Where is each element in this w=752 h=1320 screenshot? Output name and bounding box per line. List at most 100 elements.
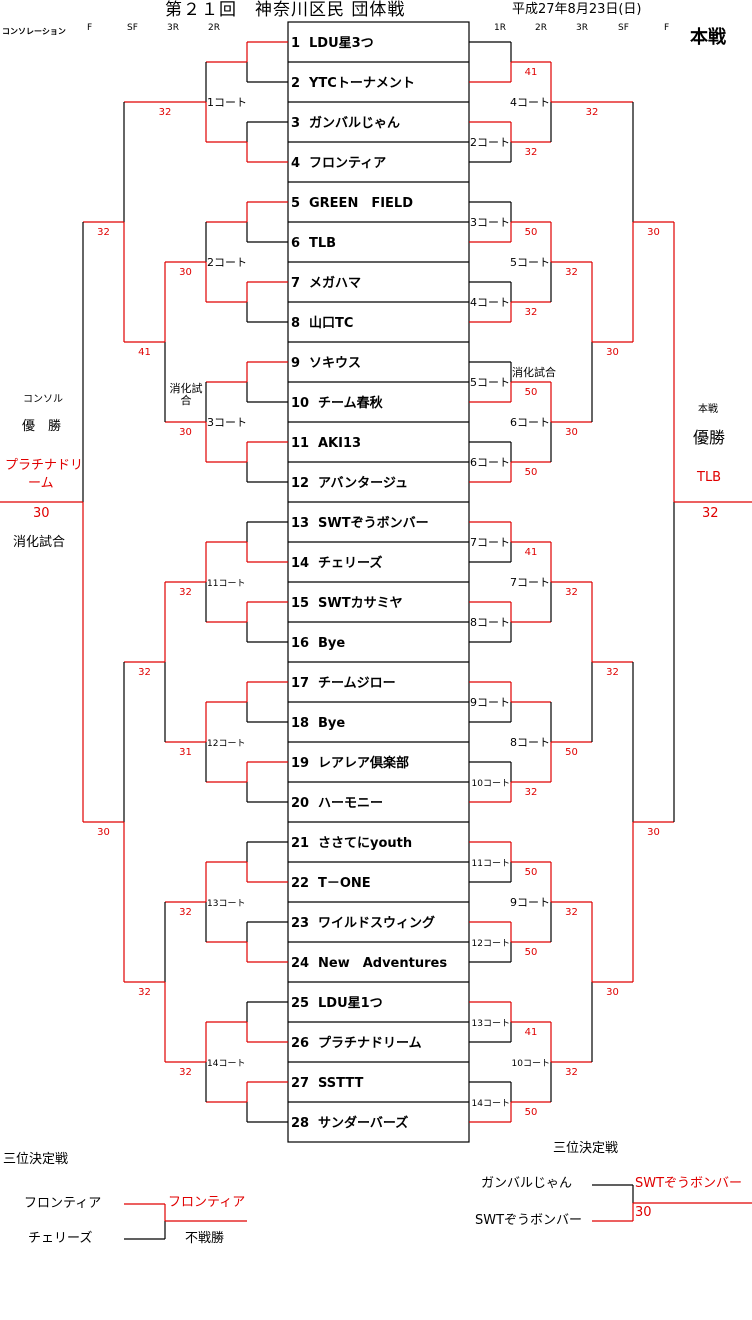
match-score: 30 — [606, 987, 619, 998]
court-label: 5コート — [510, 256, 550, 269]
match-score: 32 — [525, 307, 538, 318]
team-number: 18 — [291, 716, 309, 731]
court-label: 8コート — [470, 616, 510, 629]
third-place-left-team-bottom: チェリーズ — [28, 1231, 93, 1246]
team-name: Bye — [318, 636, 345, 651]
team-name: SWTぞうボンバー — [318, 515, 429, 531]
third-place-right-team-top: ガンバルじゃん — [481, 1176, 573, 1191]
team-number: 16 — [291, 636, 309, 651]
team-name: New Adventures — [318, 956, 447, 971]
third-place-right-winner: SWTぞうボンバー — [635, 1176, 743, 1191]
team-name: LDU星3つ — [309, 36, 374, 51]
court-label: 11コート — [472, 859, 510, 869]
match-score: 30 — [179, 427, 192, 438]
team-name: Bye — [318, 716, 345, 731]
court-label: 2コート — [207, 256, 247, 269]
match-score: 32 — [565, 587, 578, 598]
team-name: 山口TC — [309, 315, 353, 331]
team-name: レアレア倶楽部 — [318, 755, 409, 771]
match-score: 32 — [138, 987, 151, 998]
team-name: ソキウス — [309, 356, 361, 371]
court-label: 10コート — [472, 779, 510, 789]
court-label: 9コート — [510, 896, 550, 909]
match-score: 50 — [525, 467, 538, 478]
court-label: 8コート — [510, 736, 550, 749]
match-score: 32 — [97, 227, 110, 238]
team-number: 28 — [291, 1116, 309, 1131]
match-score: 30 — [97, 827, 110, 838]
match-score: 30 — [179, 267, 192, 278]
round-label-consolation-3r: 3R — [167, 23, 179, 33]
match-score: 50 — [525, 1107, 538, 1118]
match-score: 32 — [606, 667, 619, 678]
consolation-champion-team-line1: プラチナドリ — [5, 458, 84, 473]
court-label: 11コート — [207, 579, 245, 589]
court-label: 13コート — [207, 899, 245, 909]
third-place-right-score: 30 — [635, 1205, 652, 1220]
team-name: フロンティア — [309, 156, 386, 171]
team-name: メガハマ — [309, 276, 361, 291]
team-name: GREEN FIELD — [309, 196, 413, 211]
consolation-final-note: 消化試合 — [13, 535, 66, 550]
team-number: 23 — [291, 916, 309, 931]
team-name: ワイルドスウィング — [318, 915, 435, 931]
team-number: 4 — [291, 156, 300, 171]
match-score: 50 — [525, 947, 538, 958]
round-label-main-3r: 3R — [576, 23, 588, 33]
consolation-champion-label: コンソル — [23, 394, 63, 405]
team-number: 19 — [291, 756, 309, 771]
match-note: 消化試合 — [170, 381, 203, 407]
team-number: 2 — [291, 76, 300, 91]
court-label: 9コート — [470, 696, 510, 709]
team-number: 25 — [291, 996, 309, 1011]
round-label-main-sf: SF — [618, 23, 629, 33]
match-score: 32 — [179, 587, 192, 598]
match-score: 50 — [525, 227, 538, 238]
third-place-left-title: 三位決定戦 — [3, 1152, 69, 1167]
team-number: 11 — [291, 436, 309, 451]
match-score: 50 — [525, 867, 538, 878]
consolation-champion-team-line2: ーム — [28, 476, 54, 491]
team-number: 9 — [291, 356, 300, 371]
team-number: 5 — [291, 196, 300, 211]
match-score: 32 — [179, 907, 192, 918]
match-score: 32 — [565, 1067, 578, 1078]
court-label: 4コート — [510, 96, 550, 109]
team-number: 20 — [291, 796, 309, 811]
team-number: 15 — [291, 596, 309, 611]
match-score: 41 — [525, 547, 538, 558]
match-score: 41 — [525, 67, 538, 78]
team-name: ガンバルじゃん — [309, 116, 400, 131]
round-label-main-1r: 1R — [494, 23, 506, 33]
main-champion-title: 優勝 — [693, 428, 726, 447]
team-name: チームジロー — [318, 676, 396, 691]
match-score: 32 — [138, 667, 151, 678]
match-score: 32 — [159, 107, 172, 118]
court-label: 4コート — [470, 296, 510, 309]
third-place-left-team-top: フロンティア — [24, 1196, 102, 1211]
match-score: 32 — [525, 787, 538, 798]
match-score: 30 — [647, 827, 660, 838]
main-champion-label: 本戦 — [698, 404, 718, 415]
main-champion-team: TLB — [697, 470, 722, 485]
court-label: 7コート — [470, 536, 510, 549]
team-number: 13 — [291, 516, 309, 531]
third-place-left-winner: フロンティア — [168, 1195, 246, 1210]
team-number: 3 — [291, 116, 300, 131]
court-label: 6コート — [510, 416, 550, 429]
page-title: 第２１回 神奈川区民 団体戦 — [165, 0, 406, 20]
team-number: 17 — [291, 676, 309, 691]
consolation-champion-title: 優 勝 — [22, 419, 62, 434]
team-number: 21 — [291, 836, 309, 851]
team-name: チェリーズ — [318, 555, 382, 571]
team-name: YTCトーナメント — [308, 76, 415, 91]
match-note: 消化試合 — [512, 365, 556, 379]
match-score: 30 — [606, 347, 619, 358]
match-score: 41 — [138, 347, 151, 358]
match-score: 50 — [565, 747, 578, 758]
team-name: SSTTT — [318, 1076, 363, 1091]
match-score: 32 — [525, 147, 538, 158]
match-score: 32 — [565, 267, 578, 278]
third-place-left-result: 不戦勝 — [185, 1231, 225, 1246]
